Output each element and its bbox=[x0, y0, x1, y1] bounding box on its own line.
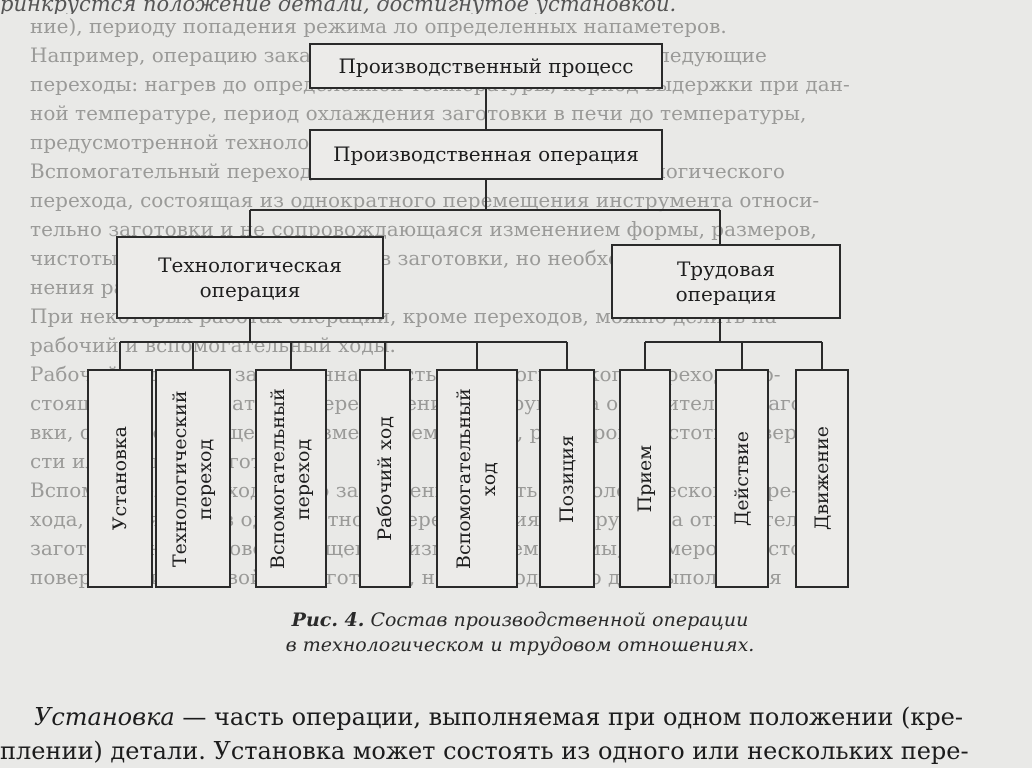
body-text: Установка — часть операции, выполняемая … bbox=[0, 700, 1032, 768]
node-label: Производственная операция bbox=[333, 142, 639, 166]
caption-text-2: в технологическом и трудовом отношениях. bbox=[285, 634, 755, 656]
bleed-line: рабочий и вспомогательный ходы. bbox=[30, 333, 396, 357]
term-ustanovka: Установка bbox=[34, 703, 175, 731]
body-line-1: Установка — часть операции, выполняемая … bbox=[0, 700, 1032, 734]
node-vspom-perekhod: Вспомогательный переход bbox=[255, 369, 327, 588]
node-production-operation: Производственная операция bbox=[309, 129, 663, 180]
caption-text-1: Состав производственной операции bbox=[370, 609, 749, 631]
node-labor-operation: Трудовая операция bbox=[611, 244, 841, 319]
node-vspom-khod: Вспомогательный ход bbox=[436, 369, 518, 588]
node-label: Установка bbox=[108, 426, 131, 531]
node-priem: Прием bbox=[619, 369, 671, 588]
node-label: Трудовая операция bbox=[675, 256, 777, 306]
node-label: Технологическая операция bbox=[158, 252, 342, 302]
caption-label: Рис. 4. bbox=[291, 609, 365, 631]
header-fragment: ринкрустся положение детали, достигнутое… bbox=[0, 0, 677, 14]
figure-caption: Рис. 4. Состав производственной операции… bbox=[170, 608, 870, 658]
node-tech-perekhod: Технологический переход bbox=[155, 369, 231, 588]
node-label: Технологический переход bbox=[169, 390, 216, 567]
node-label: Действие bbox=[730, 430, 753, 527]
body-line-1-rest: — часть операции, выполняемая при одном … bbox=[174, 703, 963, 731]
node-production-process: Производственный процесс bbox=[309, 43, 663, 89]
node-label: Производственный процесс bbox=[338, 53, 634, 78]
node-rabochiy-khod: Рабочий ход bbox=[359, 369, 411, 588]
caption-line-1: Рис. 4. Состав производственной операции bbox=[170, 608, 870, 633]
body-line-2: плении) детали. Установка может состоять… bbox=[0, 737, 969, 765]
node-poziciya: Позиция bbox=[539, 369, 595, 588]
node-tech-operation: Технологическая операция bbox=[116, 236, 384, 319]
bleed-line: перехода, состоящая из однократного пере… bbox=[30, 188, 820, 212]
node-label: Вспомогательный ход bbox=[453, 388, 500, 569]
node-label: Позиция bbox=[555, 434, 578, 523]
node-ustanovka: Установка bbox=[87, 369, 153, 588]
node-label: Рабочий ход bbox=[373, 416, 396, 541]
node-label: Прием bbox=[633, 444, 656, 513]
bleed-line: ной температуре, период охлаждения загот… bbox=[30, 101, 807, 125]
node-label: Вспомогательный переход bbox=[267, 388, 314, 569]
bleed-line: ние), периоду попадения режима ло опреде… bbox=[30, 14, 727, 38]
bleed-line: предусмотренной технологией. bbox=[30, 130, 365, 154]
node-label: Движение bbox=[810, 426, 833, 531]
node-dvizhenie: Движение bbox=[795, 369, 849, 588]
node-deystvie: Действие bbox=[715, 369, 769, 588]
